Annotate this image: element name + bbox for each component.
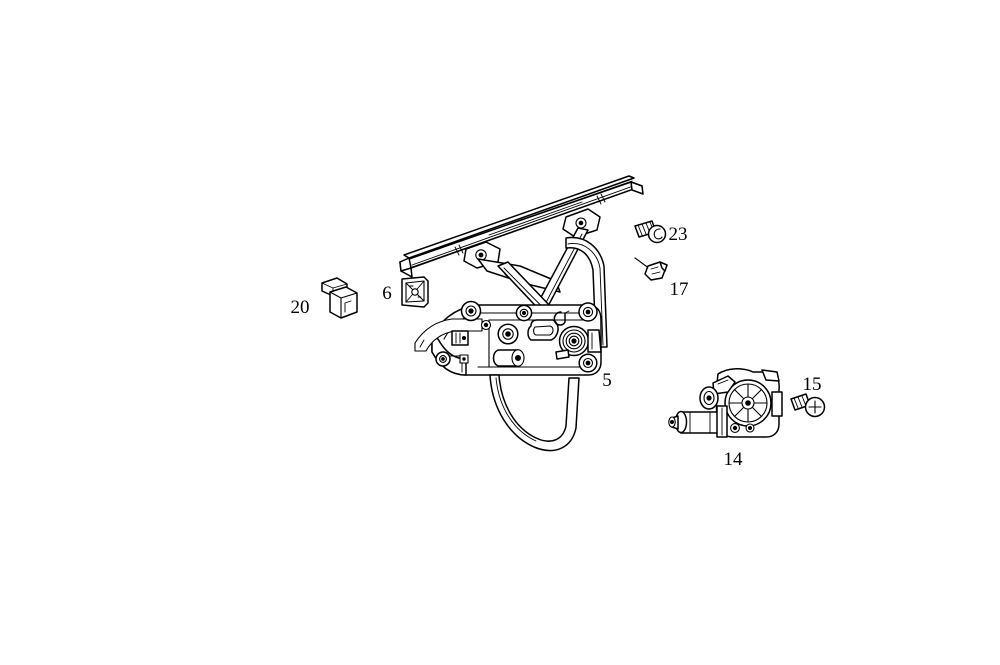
part-window-lift-motor [668, 368, 783, 438]
part-pan-head-screw [634, 220, 667, 244]
callout-labels: 20 6 23 17 5 14 15 [291, 224, 822, 470]
callout-5: 5 [602, 370, 612, 391]
upper-guide-rail [399, 175, 644, 278]
regulator-bottom-curved-rail [489, 374, 580, 452]
part-window-regulator-assembly [399, 175, 644, 452]
part-retaining-clip [321, 277, 358, 319]
rail-pivot-shoe-right [562, 208, 601, 238]
part-phillips-head-screw [790, 393, 826, 418]
callout-15: 15 [803, 374, 822, 395]
callout-23: 23 [669, 224, 688, 245]
part-expanding-rivet [634, 257, 668, 281]
regulator-bushings [435, 300, 598, 373]
callout-14: 14 [724, 449, 744, 470]
callout-6: 6 [382, 283, 392, 304]
regulator-relief-slot [527, 310, 570, 341]
callout-20: 20 [291, 297, 310, 318]
part-guide-bracket [401, 276, 429, 308]
regulator-drive-gear [555, 325, 602, 360]
base-plate-slot-rail [414, 318, 483, 352]
callout-17: 17 [670, 279, 689, 300]
